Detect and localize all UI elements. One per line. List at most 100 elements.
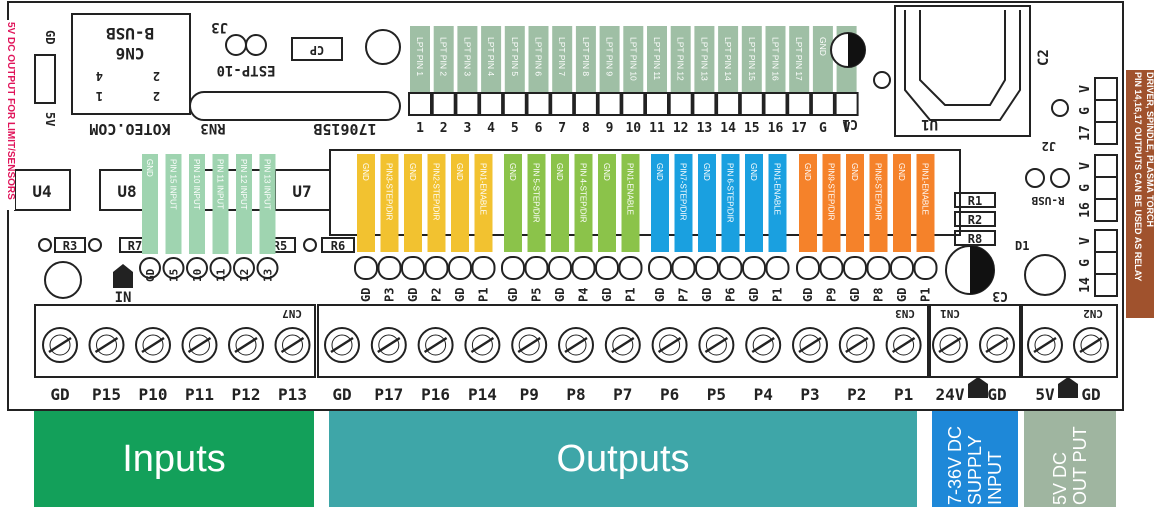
output-tag xyxy=(551,154,569,252)
output-silk-label: GD xyxy=(895,288,909,302)
lpt-pin xyxy=(526,92,551,116)
svg-text:J3: J3 xyxy=(211,19,228,35)
output-tag-label: GND xyxy=(602,163,611,181)
svg-text:RN3: RN3 xyxy=(200,120,225,136)
svg-text:R5: R5 xyxy=(273,239,287,253)
output-tag-label: PIN 5-STEP/DIR xyxy=(532,163,541,223)
svg-text:CN1: CN1 xyxy=(940,307,960,320)
output-silk-label: GD xyxy=(553,288,567,302)
terminal-label: P6 xyxy=(660,385,679,404)
right-header-label: V xyxy=(1078,162,1093,170)
lpt-tag-label: LPT PIN 12 xyxy=(676,37,686,81)
output-tag xyxy=(799,154,817,252)
input-pin xyxy=(162,257,185,279)
lpt-tag xyxy=(789,26,810,92)
output-silk-label: P1 xyxy=(919,288,933,302)
lpt-tag-label: LPT PIN 14 xyxy=(723,37,733,81)
output-tag-label: GND xyxy=(655,163,664,181)
lpt-pin xyxy=(716,92,741,116)
input-pin xyxy=(139,257,161,279)
output-tag xyxy=(768,154,787,252)
lpt-tag xyxy=(481,26,502,92)
input-tag xyxy=(165,154,182,254)
input-tag-label: PIN 12 INPUT xyxy=(239,159,248,210)
lpt-pin xyxy=(597,92,622,116)
output-pin xyxy=(448,256,472,280)
svg-text:U7: U7 xyxy=(292,182,311,201)
output-pin xyxy=(718,256,743,280)
right-header-label: G xyxy=(1078,259,1093,267)
lpt-pin xyxy=(739,92,764,116)
lpt-pin-number: G xyxy=(819,121,827,136)
lpt-tag-label: GND xyxy=(818,37,828,56)
output-silk-label: P8 xyxy=(872,288,886,302)
output-pin xyxy=(765,256,790,280)
lpt-tag xyxy=(741,26,762,92)
output-tag-label: PIN7-STEP/DIR xyxy=(679,163,688,221)
right-header-pin xyxy=(1094,77,1118,101)
out5v-polarity-icon xyxy=(1058,377,1078,398)
terminal-label: P4 xyxy=(754,385,773,404)
product-label: KOTEO.COM xyxy=(89,120,170,138)
output-silk-label: P1 xyxy=(477,288,491,302)
lpt-pin xyxy=(479,92,504,116)
output-silk-label: P4 xyxy=(577,288,591,302)
lpt-pin-number: 11 xyxy=(649,121,665,136)
terminal-label: P13 xyxy=(278,385,307,404)
terminal-label: P14 xyxy=(468,385,497,404)
output-tag xyxy=(474,154,493,252)
lpt-tag xyxy=(410,26,430,92)
lpt-pin xyxy=(692,92,717,116)
output-tag-label: GND xyxy=(803,163,812,181)
right-side-label-1: PIN 14,16,17 OUTPUTS CAN BE USED AS RELA… xyxy=(1133,72,1143,281)
input-tag-label: PIN 15 INPUT xyxy=(169,159,178,210)
output-tag xyxy=(504,154,522,252)
supply-banner-text: 7-36V DC SUPPLY INPUT xyxy=(945,425,1005,505)
terminal-label: P16 xyxy=(421,385,450,404)
svg-text:D1: D1 xyxy=(1015,239,1029,253)
input-pin xyxy=(186,257,208,279)
output-tag xyxy=(721,154,740,252)
terminal-label: P3 xyxy=(800,385,819,404)
right-header-pin xyxy=(1094,121,1118,145)
input-silk-label: 11 xyxy=(215,268,228,282)
output-tag-label: PIN1-ENABLE xyxy=(773,163,782,215)
output-tag-label: PIN8-STEP/DIR xyxy=(874,163,883,221)
svg-text:R8: R8 xyxy=(968,232,982,246)
left-side-label: 5V DC OUTPUT FOR LIMIT/SENSORS xyxy=(5,22,16,200)
svg-text:ESTP-10: ESTP-10 xyxy=(216,62,275,78)
usb-connector-outline xyxy=(71,13,191,115)
output-pin xyxy=(401,256,425,280)
lpt-pin-number: 3 xyxy=(463,121,471,136)
input-pin xyxy=(233,257,255,279)
lpt-tag xyxy=(433,26,454,92)
input-silk-label: 13 xyxy=(262,269,275,282)
input-tag xyxy=(189,154,205,254)
usb-label: B-USB xyxy=(106,24,155,43)
terminal-label: P15 xyxy=(92,385,121,404)
output-pin xyxy=(742,256,766,280)
supply-polarity-icon xyxy=(968,377,988,398)
svg-text:IN: IN xyxy=(115,290,132,306)
svg-text:GD: GD xyxy=(43,30,57,44)
lpt-pin-number: 15 xyxy=(744,121,760,136)
resistor-r6: R6 xyxy=(303,237,355,253)
right-side-label-bg xyxy=(1126,70,1154,318)
right-header-pin xyxy=(1094,154,1118,178)
lpt-pin xyxy=(621,92,646,116)
lpt-tag-label: LPT PIN 16 xyxy=(771,37,781,81)
right-header-label: 16 xyxy=(1078,202,1093,218)
terminal-label: P17 xyxy=(374,385,403,404)
lpt-pin xyxy=(408,92,432,116)
input-silk-label: 10 xyxy=(191,269,204,282)
lpt-tag xyxy=(694,26,715,92)
lpt-tag xyxy=(812,26,833,92)
lpt-tag xyxy=(765,26,786,92)
outputs-banner: Outputs xyxy=(329,411,917,507)
output-tag-label: GND xyxy=(850,163,859,181)
svg-text:R2: R2 xyxy=(968,213,982,227)
lpt-pin-number: 16 xyxy=(768,121,784,136)
svg-text:4: 4 xyxy=(96,69,103,83)
